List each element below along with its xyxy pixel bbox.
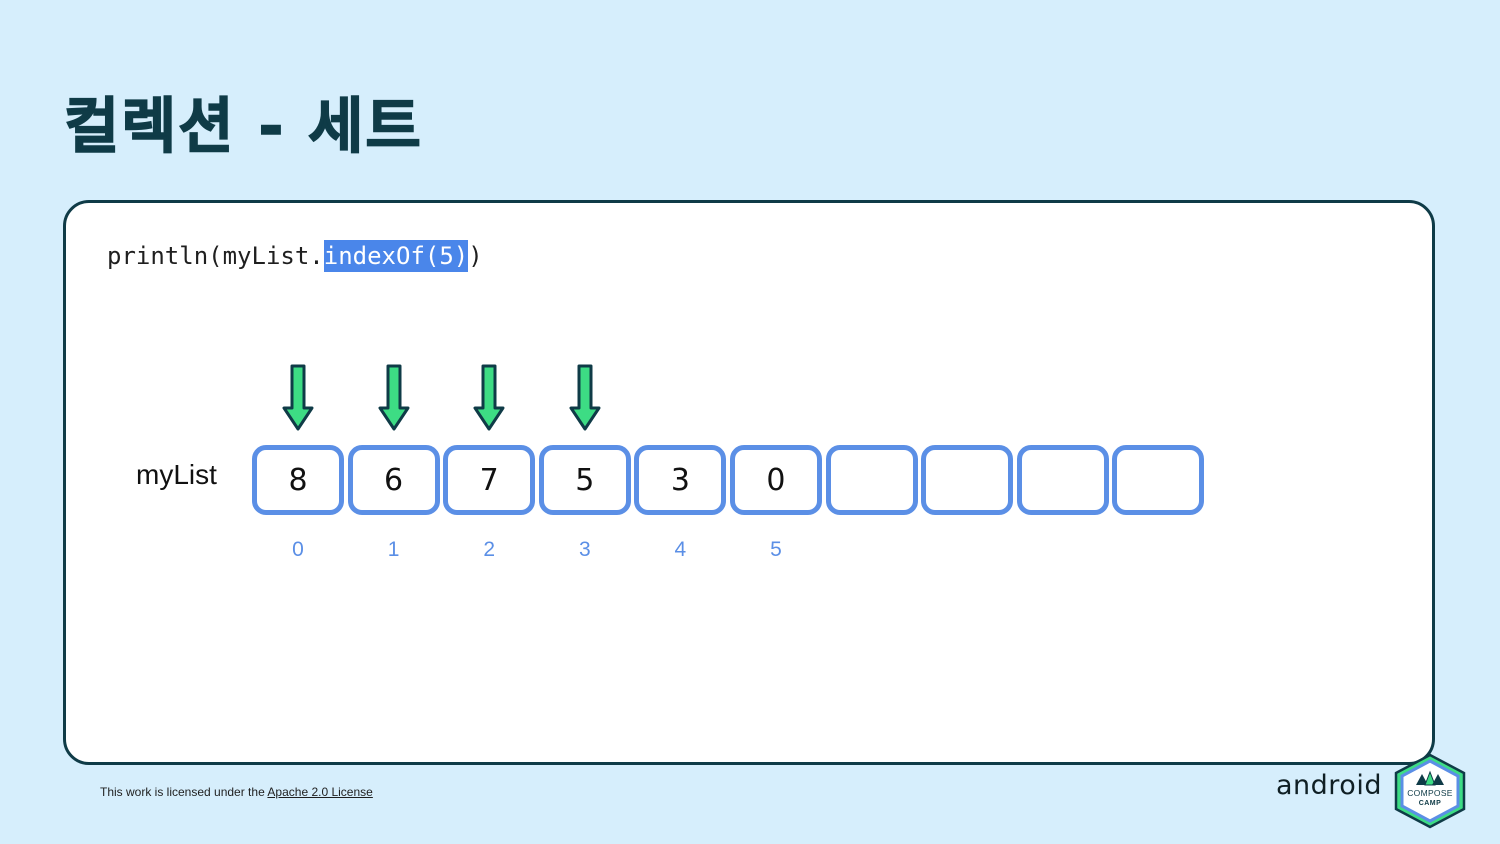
list-cell: 6 [347, 445, 440, 515]
list-index: 5 [770, 538, 782, 561]
down-arrow-icon [443, 364, 535, 432]
license-prefix: This work is licensed under the [100, 785, 268, 799]
code-suffix: ) [468, 242, 483, 270]
list-cell: 8 [252, 445, 344, 515]
down-arrow-icon [348, 364, 440, 432]
down-arrow-icon [378, 364, 410, 431]
list-cell: 7 [443, 445, 536, 515]
list-cell: 3 [634, 445, 727, 515]
list-cell [1016, 445, 1109, 515]
list-index: 3 [578, 538, 591, 561]
android-wordmark: android [1276, 770, 1382, 801]
down-arrow-icon [282, 364, 314, 431]
license-link[interactable]: Apache 2.0 License [267, 785, 373, 799]
list-index: 0 [292, 538, 304, 561]
down-arrow-icon [539, 364, 631, 432]
down-arrow-icon [252, 364, 344, 432]
list-label: myList [136, 459, 217, 490]
slide-title: 컬렉션 - 세트 [63, 91, 423, 163]
code-snippet: println(myList.indexOf(5)) [107, 240, 483, 272]
list-cell: 5 [538, 445, 631, 515]
list-cell [921, 445, 1014, 515]
list-cell [825, 445, 918, 515]
down-arrow-icon [569, 364, 601, 431]
search-arrows [252, 364, 634, 432]
list-index: 2 [483, 538, 496, 561]
list-index: 1 [387, 538, 400, 561]
badge-line1: COMPOSE [1407, 788, 1453, 798]
list-indices: 0 1 2 3 4 5 [252, 538, 826, 562]
down-arrow-icon [473, 364, 505, 431]
badge-line2: CAMP [1418, 800, 1442, 807]
list-index: 4 [674, 538, 687, 561]
code-prefix: println(myList. [107, 242, 324, 270]
list-cell [1112, 445, 1205, 515]
compose-camp-badge-icon: COMPOSE CAMP [1392, 752, 1468, 830]
license-note: This work is licensed under the Apache 2… [100, 785, 373, 799]
code-highlight: indexOf(5) [323, 240, 469, 272]
badge-hexagon-icon [1394, 753, 1466, 829]
list-cell: 0 [729, 445, 822, 515]
